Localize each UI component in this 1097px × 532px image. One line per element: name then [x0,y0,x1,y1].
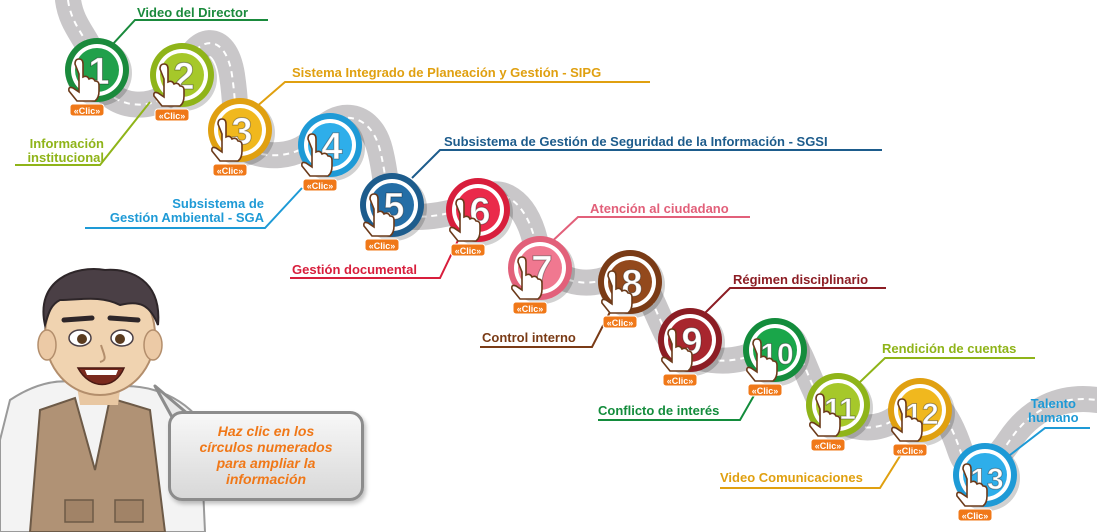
pointing-hand-icon [601,270,633,314]
label-sga[interactable]: Subsistema de Gestión Ambiental - SGA [109,196,264,225]
clic-badge [892,443,928,457]
label-rendicion-cuentas[interactable]: Rendición de cuentas [882,341,1017,356]
label-sgsi[interactable]: Subsistema de Gestión de Seguridad de la… [444,134,828,149]
pointing-hand-icon [511,256,543,300]
clic-badge-label: «Clic» [607,318,634,328]
step-circle-3[interactable]: 3«Clic» [208,98,275,177]
clic-badge-label: «Clic» [897,446,924,456]
clic-badge-label: «Clic» [455,246,482,256]
label-talento-humano[interactable]: Talento humano [1028,396,1079,425]
clic-badge [747,383,783,397]
step-circle-6[interactable]: 6«Clic» [446,178,513,257]
clic-badge-label: «Clic» [159,111,186,121]
bubble-line-2: círculos numerados [199,439,333,455]
pointing-hand-icon [363,193,395,237]
clic-badge-label: «Clic» [307,181,334,191]
bubble-line-1: Haz clic en los [217,423,315,439]
clic-badge [154,108,190,122]
clic-badge [810,438,846,452]
character-illustration [0,268,207,532]
step-circle-12[interactable]: 12«Clic» [888,378,955,457]
clic-badge [602,315,638,329]
bubble-line-4: información [225,471,307,487]
clic-badge [69,103,105,117]
clic-badge-label: «Clic» [517,304,544,314]
clic-badge-label: «Clic» [74,106,101,116]
label-control-interno[interactable]: Control interno [482,330,576,345]
clic-badge-label: «Clic» [815,441,842,451]
step-circle-1[interactable]: 1«Clic» [65,38,132,117]
connector-lines [15,19,1090,489]
step-circle-11[interactable]: 11«Clic» [806,373,873,452]
label-regimen-disciplinario[interactable]: Régimen disciplinario [733,272,869,287]
pointing-hand-icon [809,393,841,437]
step-circle-10[interactable]: 10«Clic» [743,318,810,397]
clic-badge [364,238,400,252]
label-sipg[interactable]: Sistema Integrado de Planeación y Gestió… [292,65,602,80]
clic-badge [450,243,486,257]
step-circle-4[interactable]: 4«Clic» [298,113,365,192]
step-circle-5[interactable]: 5«Clic» [360,173,427,252]
pointing-hand-icon [746,338,778,382]
pointing-hand-icon [153,63,185,107]
step-circle-9[interactable]: 9«Clic» [658,308,725,387]
pointing-hand-icon [661,328,693,372]
label-atencion-ciudadano[interactable]: Atención al ciudadano [590,201,729,216]
step-circle-7[interactable]: 7«Clic» [508,236,575,315]
clic-badge [512,301,548,315]
label-gestion-documental[interactable]: Gestión documental [292,262,417,277]
pointing-hand-icon [891,398,923,442]
step-circle-13[interactable]: 13«Clic» [953,443,1020,522]
label-video-comunicaciones[interactable]: Video Comunicaciones [720,470,863,485]
clic-badge [662,373,698,387]
clic-badge-label: «Clic» [217,166,244,176]
clic-badge-label: «Clic» [667,376,694,386]
speech-bubble: Haz clic en los círculos numerados para … [168,411,364,501]
pointing-hand-icon [449,198,481,242]
clic-badge [302,178,338,192]
clic-badge-label: «Clic» [369,241,396,251]
clic-badge [212,163,248,177]
label-informacion-institucional[interactable]: Información institucional [27,136,104,165]
pointing-hand-icon [956,463,988,507]
pointing-hand-icon [211,118,243,162]
clic-badge-label: «Clic» [962,511,989,521]
label-video-director[interactable]: Video del Director [137,5,249,20]
step-circle-2[interactable]: 2«Clic» [150,43,217,122]
clic-badge [957,508,993,522]
clic-badge-label: «Clic» [752,386,779,396]
pointing-hand-icon [301,133,333,177]
bubble-line-3: para ampliar la [216,455,316,471]
step-circle-8[interactable]: 8«Clic» [598,250,665,329]
pointing-hand-icon [68,58,100,102]
label-conflicto-interes[interactable]: Conflicto de interés [598,403,720,418]
